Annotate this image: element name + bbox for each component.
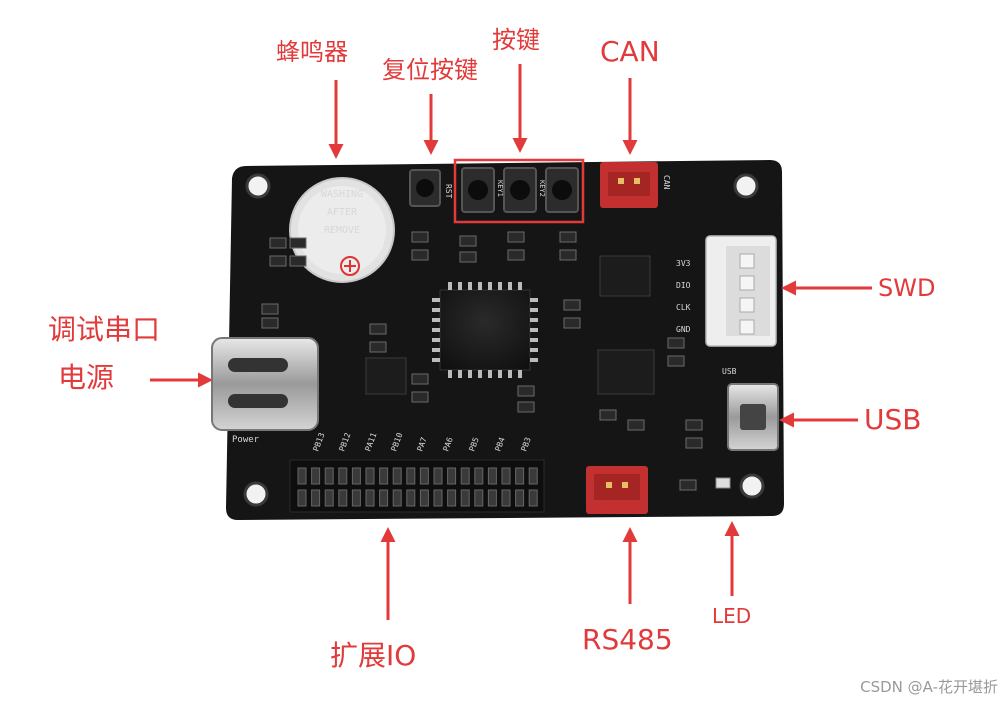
header-pin	[487, 467, 497, 485]
header-pin	[447, 489, 457, 507]
swd-pin-silk: DIO	[676, 281, 691, 290]
header-pin	[474, 467, 484, 485]
label-expansion-io: 扩展IO	[330, 639, 417, 672]
label-rs485: RS485	[582, 623, 673, 656]
mount-hole	[739, 473, 765, 499]
can-transceiver-chip	[599, 255, 651, 297]
label-keys: 按键	[492, 26, 540, 54]
label-debug-serial-line2: 电源	[58, 361, 115, 394]
regulator-chip	[365, 357, 407, 395]
watermark: CSDN @A-花开堪折	[860, 678, 998, 696]
annotation-arrows	[150, 64, 872, 620]
key-buttons: KEY1 KEY2	[461, 167, 579, 213]
header-pin	[392, 467, 402, 485]
header-pin	[338, 489, 348, 507]
header-pin	[406, 467, 416, 485]
header-pin	[324, 489, 334, 507]
micro-usb-port: USB	[722, 367, 779, 451]
header-pin	[515, 467, 525, 485]
header-pin	[297, 467, 307, 485]
power-silk: Power	[232, 435, 260, 445]
header-pin	[351, 489, 361, 507]
mcu-chip	[432, 282, 538, 378]
header-pin	[297, 489, 307, 507]
keys-highlight-box	[453, 158, 585, 224]
rs485-transceiver-chip	[597, 349, 655, 395]
header-pin	[474, 489, 484, 507]
buzzer-component: WASHING AFTER REMOVE	[289, 177, 395, 283]
header-pin	[460, 467, 470, 485]
header-pin	[515, 489, 525, 507]
header-pin	[406, 489, 416, 507]
rst-silk: RST	[444, 184, 453, 199]
header-pin	[433, 467, 443, 485]
led-component	[715, 477, 731, 489]
header-pin	[460, 489, 470, 507]
header-pin	[365, 467, 375, 485]
header-pin	[528, 467, 538, 485]
header-pin	[338, 467, 348, 485]
swd-pin-silk: 3V3	[676, 259, 691, 268]
reset-button-component: RST	[409, 169, 453, 207]
smd-components	[261, 231, 703, 491]
header-pin	[351, 467, 361, 485]
header-pin	[487, 489, 497, 507]
header-pin	[311, 467, 321, 485]
header-pin	[447, 467, 457, 485]
label-can: CAN	[600, 35, 660, 68]
key1-silk: KEY1	[496, 180, 504, 197]
label-usb: USB	[864, 403, 922, 436]
buzzer-sticker-line: WASHING	[321, 189, 363, 200]
header-pin	[501, 489, 511, 507]
header-pin	[311, 489, 321, 507]
header-pin	[419, 489, 429, 507]
label-debug-serial-line1: 调试串口	[48, 313, 161, 346]
header-pin	[433, 489, 443, 507]
usb-c-port: Power	[211, 337, 319, 445]
header-pin	[365, 489, 375, 507]
can-silk: CAN	[662, 175, 671, 190]
swd-header: 3V3 DIO CLK GND	[676, 235, 777, 347]
header-pin	[392, 489, 402, 507]
label-led: LED	[712, 604, 752, 628]
swd-pin-silk: GND	[676, 325, 691, 334]
key2-silk: KEY2	[538, 180, 546, 197]
header-pin	[501, 467, 511, 485]
usb-silk: USB	[722, 367, 737, 376]
label-buzzer: 蜂鸣器	[276, 38, 348, 66]
buzzer-sticker-line: REMOVE	[324, 225, 360, 236]
rs485-connector	[586, 466, 648, 514]
header-pin	[379, 489, 389, 507]
mount-hole	[733, 173, 759, 199]
header-pin	[324, 467, 334, 485]
can-connector: CAN	[600, 162, 671, 208]
mount-hole	[245, 173, 271, 199]
label-reset-button: 复位按键	[382, 56, 478, 84]
mount-hole	[243, 481, 269, 507]
header-pin	[419, 467, 429, 485]
header-pin	[379, 467, 389, 485]
header-pin	[528, 489, 538, 507]
label-swd: SWD	[878, 274, 936, 302]
swd-pin-silk: CLK	[676, 303, 691, 312]
buzzer-sticker-line: AFTER	[327, 207, 358, 218]
